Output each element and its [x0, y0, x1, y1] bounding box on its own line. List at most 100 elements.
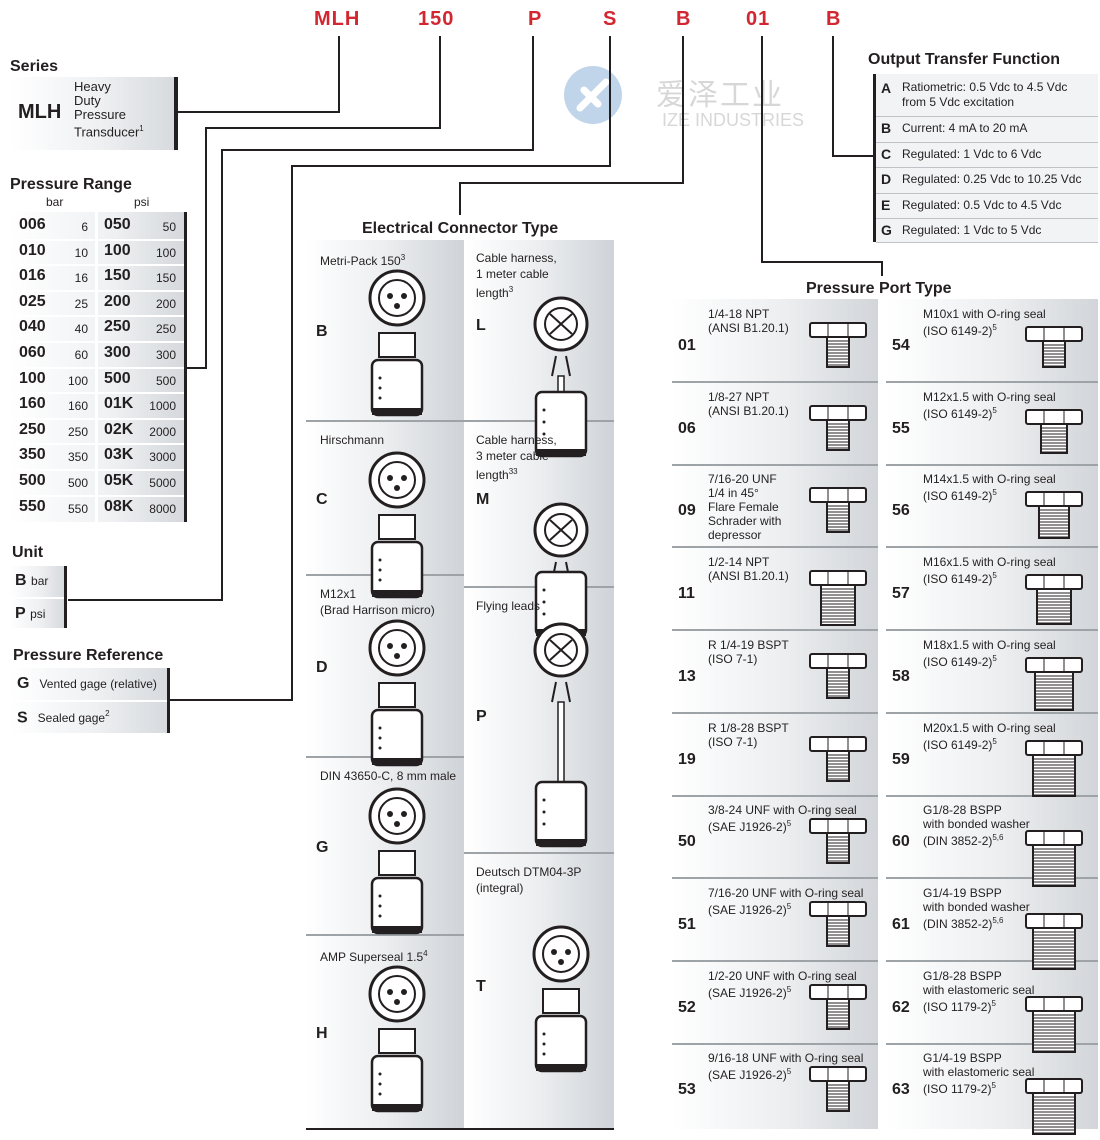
port-label-line: 7/16-20 UNF: [708, 472, 781, 486]
port-code: 57: [892, 585, 910, 603]
port-label-text: (ANSI B1.20.1): [708, 403, 789, 418]
connector-drawing: [352, 618, 442, 773]
port-option-52[interactable]: 1/2-20 UNF with O-ring seal(SAE J1926-2)…: [672, 963, 878, 1045]
bar-code[interactable]: 100: [19, 369, 46, 387]
psi-code[interactable]: 02K: [104, 420, 134, 438]
bar-code[interactable]: 060: [19, 344, 46, 361]
port-drawing: [798, 815, 878, 880]
port-drawing: [798, 402, 878, 467]
port-option-53[interactable]: 9/16-18 UNF with O-ring seal(SAE J1926-2…: [672, 1045, 878, 1127]
psi-code[interactable]: 01K: [104, 395, 134, 413]
psi-value: 5000: [149, 476, 176, 490]
psi-code[interactable]: 03K: [104, 446, 134, 464]
port-label-line: (ISO 6149-2)5: [923, 321, 1046, 338]
psi-value: 50: [162, 220, 176, 234]
psi-code[interactable]: 500: [104, 369, 131, 387]
bar-column-label: bar: [46, 195, 64, 209]
bar-value: 250: [67, 424, 88, 439]
port-label-text: (ISO 6149-2): [923, 489, 993, 504]
bar-code[interactable]: 010: [19, 241, 46, 259]
bar-code[interactable]: 500: [19, 472, 46, 489]
psi-code[interactable]: 050: [104, 216, 131, 233]
port-option-51[interactable]: 7/16-20 UNF with O-ring seal(SAE J1926-2…: [672, 880, 878, 962]
bar-code[interactable]: 160: [19, 395, 46, 413]
bar-code[interactable]: 025: [19, 292, 46, 310]
unit-option-psi[interactable]: P psi: [15, 605, 46, 622]
connector-code: B: [316, 323, 328, 340]
bar-code[interactable]: 040: [19, 318, 46, 336]
connector-option-t[interactable]: Deutsch DTM04-3P(integral)T: [464, 854, 614, 1130]
connector-label-text: M12x1: [320, 587, 357, 601]
bar-code[interactable]: 016: [19, 267, 46, 285]
bar-code[interactable]: 250: [19, 420, 46, 438]
port-option-13[interactable]: R 1/4-19 BSPT(ISO 7-1)13: [672, 632, 878, 714]
port-option-50[interactable]: 3/8-24 UNF with O-ring seal(SAE J1926-2)…: [672, 797, 878, 880]
output-label-line: Regulated: 1 Vdc to 5 Vdc: [902, 223, 1042, 237]
footnote-mark: 4: [423, 949, 428, 958]
port-fitting-icon: [1025, 326, 1083, 368]
port-fitting-icon: [1025, 574, 1083, 626]
port-label-line: G1/8-28 BSPP: [923, 969, 1034, 983]
port-option-01[interactable]: 1/4-18 NPT(ANSI B1.20.1)01: [672, 301, 878, 383]
port-option-06[interactable]: 1/8-27 NPT(ANSI B1.20.1)06: [672, 384, 878, 466]
port-label-text: (ISO 6149-2): [923, 572, 993, 587]
output-label: Regulated: 0.5 Vdc to 4.5 Vdc: [902, 198, 1061, 213]
port-code: 13: [678, 667, 696, 685]
psi-code[interactable]: 100: [104, 241, 131, 259]
port-label-line: Flare Female: [708, 500, 781, 514]
psi-code[interactable]: 08K: [104, 497, 134, 515]
bar-code[interactable]: 350: [19, 446, 46, 464]
plug-connector-icon: [368, 965, 426, 1113]
psi-code[interactable]: 200: [104, 292, 131, 310]
port-option-11[interactable]: 1/2-14 NPT(ANSI B1.20.1)11: [672, 549, 878, 632]
connector-label-line: Deutsch DTM04-3P: [476, 864, 581, 880]
port-label-text: 1/2-14 NPT: [708, 555, 770, 570]
psi-value: 150: [155, 271, 176, 286]
bar-code[interactable]: 550: [19, 497, 46, 515]
port-fitting-icon: [1025, 656, 1083, 711]
unit-option-bar[interactable]: B bar: [15, 572, 49, 589]
port-label: 1/8-27 NPT(ANSI B1.20.1): [708, 390, 789, 418]
psi-code[interactable]: 05K: [104, 472, 134, 489]
bar-value: 40: [74, 322, 88, 337]
psi-code[interactable]: 300: [104, 344, 131, 361]
connector-option-d[interactable]: M12x1(Brad Harrison micro)D: [306, 576, 464, 767]
port-drawing: [1014, 654, 1094, 719]
port-label-line: M20x1.5 with O-ring seal: [923, 721, 1056, 735]
bar-code[interactable]: 006: [19, 216, 46, 233]
psi-code[interactable]: 150: [104, 267, 131, 285]
port-option-19[interactable]: R 1/8-28 BSPT(ISO 7-1)19: [672, 715, 878, 797]
psi-value: 500: [155, 373, 176, 388]
psi-code[interactable]: 250: [104, 318, 131, 336]
port-title: Pressure Port Type: [806, 280, 952, 297]
